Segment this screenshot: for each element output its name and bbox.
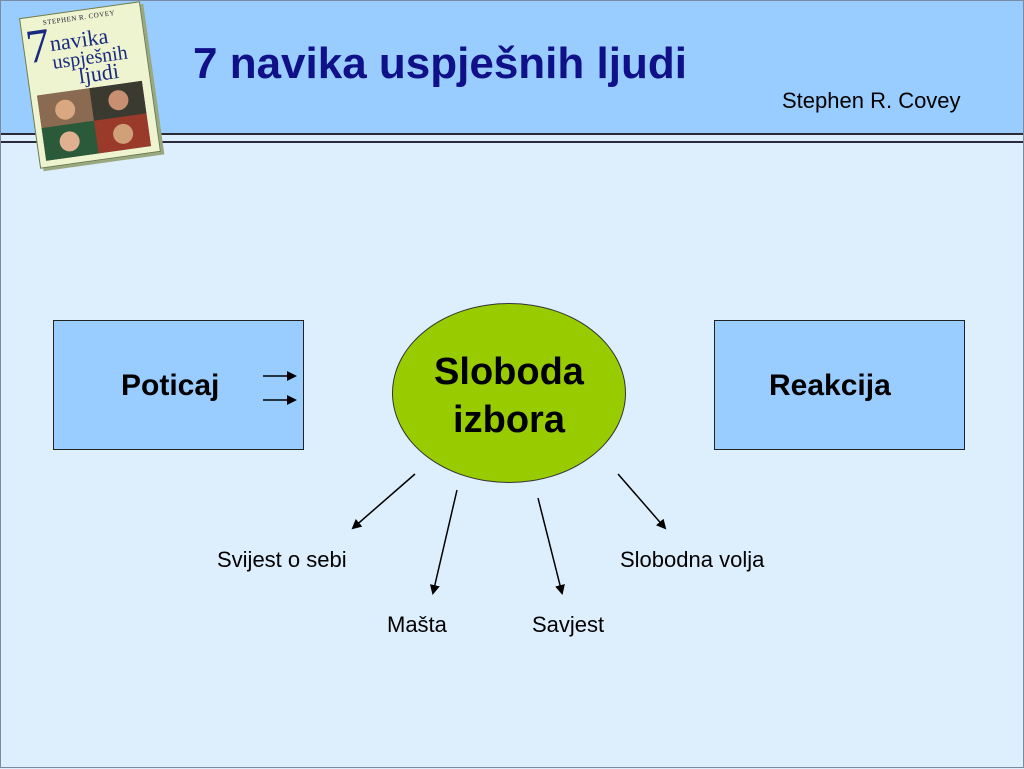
center-label-line2: izbora: [453, 399, 565, 441]
book-title-line3: ljudi: [76, 58, 121, 89]
center-label: Sloboda izbora: [393, 348, 625, 444]
arrow-to-self-awareness: [351, 473, 416, 530]
arrow-to-conscience: [537, 497, 565, 595]
arrow-to-free-will: [617, 473, 667, 530]
author-name: Stephen R. Covey: [782, 88, 961, 113]
response-label: Reakcija: [769, 369, 891, 402]
header-rule-bottom: [1, 141, 1023, 143]
header-band: [1, 1, 1023, 133]
freedom-of-choice-ellipse: Sloboda izbora: [392, 303, 626, 483]
factor-self-awareness: Svijest o sebi: [217, 547, 347, 572]
arrow-to-imagination: [429, 489, 458, 595]
book-number: 7: [22, 18, 54, 75]
stimulus-box: Poticaj: [53, 320, 304, 450]
book-cover-image: STEPHEN R. COVEY 7 navika uspješnih ljud…: [19, 1, 161, 169]
factor-free-will: Slobodna volja: [620, 547, 765, 572]
response-box: Reakcija: [714, 320, 965, 450]
factor-imagination: Mašta: [387, 612, 447, 637]
factor-conscience: Savjest: [532, 612, 605, 637]
stimulus-label: Poticaj: [121, 369, 220, 402]
book-cover-photo: [36, 80, 152, 161]
header-rule-top: [1, 133, 1023, 135]
center-label-line1: Sloboda: [434, 351, 584, 393]
slide-title: 7 navika uspješnih ljudi: [193, 39, 687, 88]
